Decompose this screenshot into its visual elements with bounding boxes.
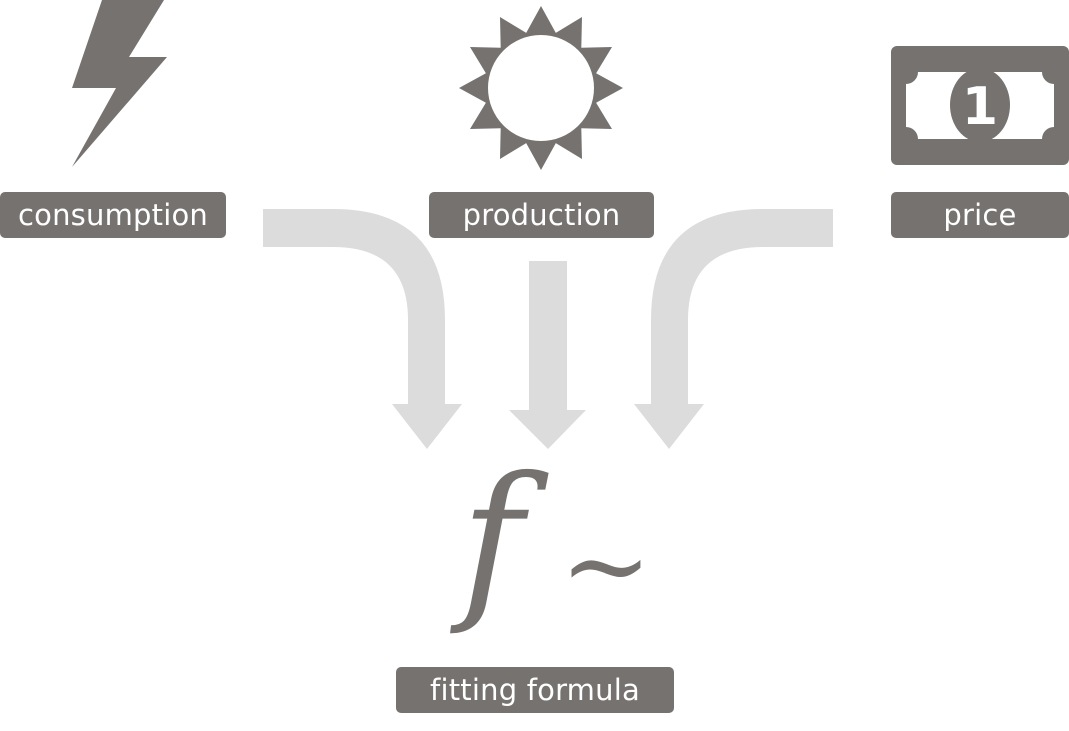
banknote-value: 1	[962, 77, 998, 137]
label-price: price	[891, 192, 1069, 238]
label-fitting-formula: fitting formula	[396, 667, 674, 713]
arrow-consumption-to-formula	[263, 209, 462, 449]
banknote-one-icon: 1	[891, 46, 1069, 165]
lightning-bolt-icon	[72, 0, 167, 167]
arrow-price-to-formula	[634, 209, 833, 449]
sun-icon	[459, 6, 623, 170]
approx-symbol: ~	[560, 501, 652, 629]
function-approx-icon: f ~	[450, 441, 653, 639]
label-consumption: consumption	[0, 192, 226, 238]
flow-arrows	[263, 209, 833, 449]
label-production: production	[429, 192, 654, 238]
arrow-production-to-formula	[509, 261, 586, 449]
function-symbol: f	[450, 441, 550, 639]
